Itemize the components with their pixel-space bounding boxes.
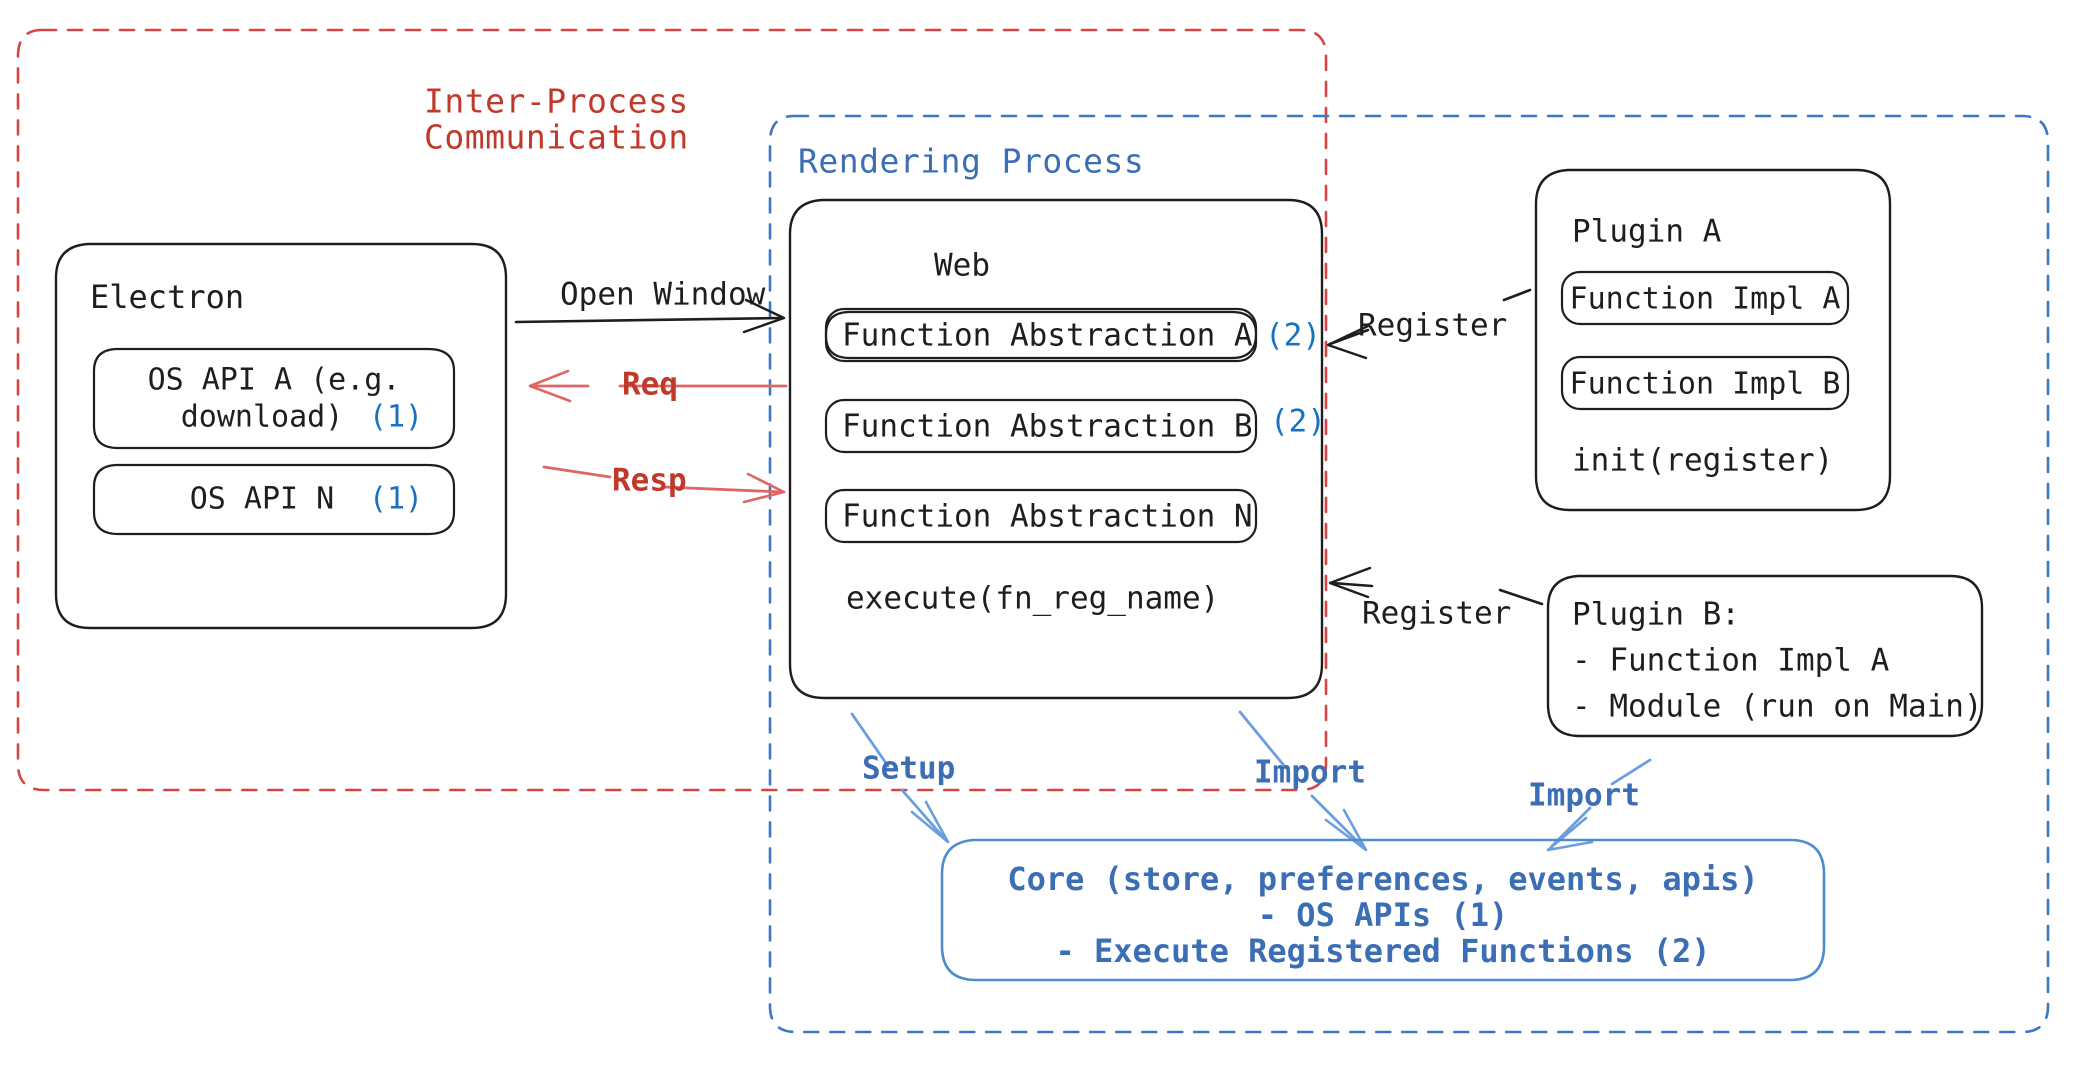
edge-resp-line bbox=[542, 465, 784, 494]
core-line-0: Core (store, preferences, events, apis) bbox=[1007, 860, 1758, 898]
function-abstraction-n-label: Function Abstraction N bbox=[842, 499, 1253, 535]
plugin-b-line-2: - Module (run on Main) bbox=[1572, 689, 1983, 725]
os-api-n-label: OS API N bbox=[190, 482, 335, 517]
core-box bbox=[940, 838, 1826, 982]
web-title: Web bbox=[934, 248, 990, 284]
web-footer-execute: execute(fn_reg_name) bbox=[846, 581, 1219, 617]
plugin-a-box bbox=[1534, 168, 1892, 512]
edge-setup-arrowhead bbox=[910, 800, 950, 844]
function-impl-a-label: Function Impl A bbox=[1570, 282, 1841, 317]
core-line-2: - Execute Registered Functions (2) bbox=[1055, 932, 1710, 970]
rendering-region-boundary bbox=[768, 114, 2050, 1034]
function-abstraction-a-box[interactable] bbox=[824, 310, 1258, 360]
function-impl-b-label: Function Impl B bbox=[1570, 367, 1841, 402]
rendering-region-label: Rendering Process bbox=[798, 142, 1144, 181]
edge-import-web-label: Import bbox=[1254, 755, 1366, 791]
plugin-a-title: Plugin A bbox=[1572, 214, 1722, 250]
os-api-a-box[interactable] bbox=[92, 347, 456, 450]
function-abstraction-b-marker: (2) bbox=[1270, 404, 1326, 440]
edge-setup-line bbox=[850, 712, 946, 840]
function-impl-a-rect[interactable] bbox=[1560, 270, 1850, 326]
edge-resp-arrowhead bbox=[742, 472, 786, 504]
os-api-a-marker: (1) bbox=[369, 400, 423, 435]
function-impl-b-rect[interactable] bbox=[1560, 355, 1850, 411]
edge-register-b-label: Register bbox=[1362, 596, 1511, 632]
ipc-region-label-line2: Communication bbox=[424, 118, 689, 157]
core-line-1: - OS APIs (1) bbox=[1258, 896, 1508, 934]
edge-open-window-line bbox=[514, 316, 784, 324]
edge-req-arrowhead bbox=[528, 369, 572, 403]
edge-open-window-label: Open Window bbox=[560, 277, 766, 313]
edge-register-a-label: Register bbox=[1358, 308, 1507, 344]
os-api-a-label-line2: download) bbox=[181, 400, 344, 435]
edge-import-web-arrowhead bbox=[1324, 808, 1368, 852]
function-abstraction-b-rect[interactable] bbox=[824, 398, 1258, 454]
os-api-n-box[interactable] bbox=[92, 463, 456, 536]
os-api-n-marker: (1) bbox=[369, 482, 423, 517]
ipc-region-boundary bbox=[16, 28, 1328, 792]
plugin-b-line-1: - Function Impl A bbox=[1572, 643, 1890, 679]
edge-import-web-line bbox=[1238, 710, 1364, 848]
edge-register-b-line bbox=[1330, 581, 1544, 606]
edge-req-label: Req bbox=[622, 367, 678, 403]
edge-import-pluginb-arrowhead bbox=[1546, 816, 1594, 852]
plugin-a-footer-init: init(register) bbox=[1572, 443, 1833, 479]
edge-register-a-arrowhead bbox=[1326, 324, 1370, 360]
electron-box bbox=[54, 242, 508, 630]
function-abstraction-b-label: Function Abstraction B bbox=[842, 409, 1253, 445]
edge-import-pluginb-label: Import bbox=[1528, 778, 1640, 814]
function-abstraction-a-rect[interactable] bbox=[824, 307, 1258, 363]
edge-resp-label: Resp bbox=[612, 463, 687, 499]
edge-setup-label: Setup bbox=[862, 751, 955, 787]
web-box bbox=[788, 198, 1324, 700]
function-abstraction-n-rect[interactable] bbox=[824, 488, 1258, 544]
function-abstraction-a-marker: (2) bbox=[1265, 318, 1321, 354]
electron-title: Electron bbox=[90, 278, 244, 316]
edge-register-b-arrowhead bbox=[1328, 566, 1372, 599]
plugin-b-box bbox=[1546, 574, 1984, 738]
ipc-region-label-line1: Inter-Process bbox=[424, 82, 689, 121]
function-abstraction-a-label: Function Abstraction A bbox=[842, 318, 1253, 354]
plugin-b-line-0: Plugin B: bbox=[1572, 597, 1740, 633]
edge-open-window-arrowhead bbox=[742, 298, 786, 334]
os-api-a-label-line1: OS API A (e.g. bbox=[148, 363, 401, 398]
